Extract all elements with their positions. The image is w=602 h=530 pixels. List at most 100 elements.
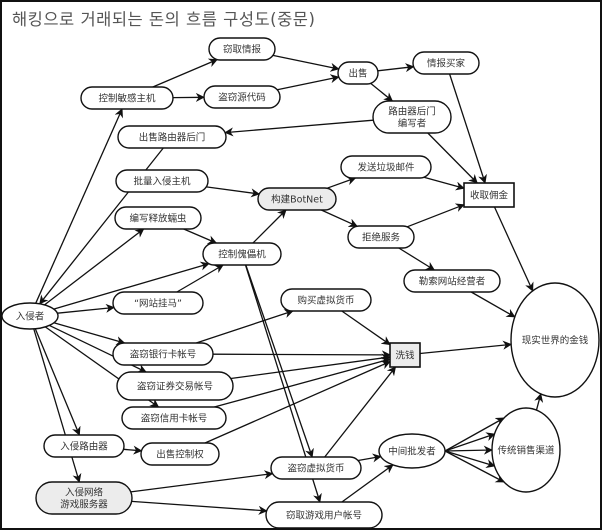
- edge-router-backdoor-writer-to-collect-commission: [427, 132, 478, 184]
- node-intrude-router: 入侵路由器: [43, 434, 125, 458]
- node-label: 入侵网络游戏服务器: [60, 487, 108, 511]
- edge-steal-source-to-sell: [277, 74, 340, 91]
- node-label: 盗窃证券交易帐号: [137, 381, 213, 393]
- node-label: 情报买家: [427, 58, 466, 70]
- node-label: 发送垃圾邮件: [357, 162, 415, 174]
- node-shape: [510, 282, 600, 398]
- node-sell-control: 出售控制权: [140, 442, 220, 466]
- node-shape: [280, 288, 372, 312]
- node-label: 盗窃信用卡帐号: [141, 413, 208, 425]
- node-sell-router-backdoor: 出售路由器后门: [117, 125, 227, 149]
- node-shape: [491, 407, 561, 493]
- edge-intruder-to-control-zombie: [53, 261, 210, 310]
- node-shape: [114, 206, 202, 230]
- node-label: “网站挂马”: [134, 298, 182, 310]
- node-steal-virtual: 盗窃虚拟货币: [270, 456, 362, 480]
- node-label: 盗窃源代码: [218, 92, 266, 104]
- node-shape: [1, 302, 59, 330]
- node-label: 控制敏感主机: [98, 93, 156, 105]
- node-steal-source: 盗窃源代码: [203, 85, 281, 109]
- edge-dos-to-collect-commission: [406, 203, 465, 228]
- edge-middleman-to-traditional-sales: [444, 432, 496, 452]
- node-buy-virtual: 购买虚拟货币: [280, 288, 372, 312]
- node-shape: [340, 155, 432, 179]
- node-label: 出售路由器后门: [139, 132, 206, 144]
- node-shape: [389, 342, 421, 368]
- edge-mass-intrude-to-build-botnet: [206, 186, 261, 198]
- node-web-trojan: “网站挂马”: [112, 291, 204, 315]
- node-shape: [43, 434, 125, 458]
- node-shape: [372, 100, 452, 134]
- edge-sell-control-to-launder: [204, 360, 391, 444]
- edge-control-sensitive-to-steal-intel: [152, 58, 218, 88]
- node-shape: [117, 125, 227, 149]
- edge-extort-site-to-real-money: [470, 291, 516, 318]
- diagram-title: 해킹으로 거래되는 돈의 흐름 구성도(중문): [12, 10, 316, 29]
- edge-buy-virtual-to-launder: [341, 310, 391, 346]
- edge-write-worm-to-control-zombie: [183, 228, 218, 244]
- edge-sell-to-router-backdoor-writer: [370, 82, 394, 102]
- node-label: 控制傀儡机: [218, 249, 266, 261]
- node-shape: [347, 225, 415, 249]
- node-label: 现实世界的金钱: [522, 335, 589, 347]
- node-shape: [337, 61, 379, 85]
- node-collect-commission: 收取佣金: [463, 182, 515, 208]
- edge-control-zombie-to-steal-virtual: [245, 264, 314, 458]
- node-steal-intel: 窃取情报: [208, 37, 276, 61]
- node-steal-securities: 盗窃证券交易帐号: [116, 371, 234, 401]
- node-label: 传统销售渠道: [497, 445, 555, 457]
- node-steal-credit: 盗窃信用卡帐号: [121, 406, 227, 430]
- node-shape: [208, 37, 276, 61]
- node-shape: [80, 86, 174, 110]
- edge-router-backdoor-writer-to-sell-router-backdoor: [224, 119, 374, 137]
- edge-build-botnet-to-dos: [321, 209, 358, 227]
- node-launder: 洗钱: [389, 342, 421, 368]
- node-label: 勒索网站经营者: [419, 276, 486, 288]
- node-intruder: 入侵者: [1, 302, 59, 330]
- edge-steal-virtual-to-middleman: [357, 453, 382, 463]
- node-real-money: 现实世界的金钱: [510, 282, 600, 398]
- edge-send-spam-to-collect-commission: [423, 176, 465, 191]
- node-shape: [202, 242, 282, 266]
- node-label: 窃取情报: [223, 44, 262, 56]
- edge-intruder-to-write-worm: [44, 228, 145, 306]
- node-shape: [203, 85, 281, 109]
- node-label: 批量入侵主机: [133, 176, 191, 188]
- node-label: 拒绝服务: [362, 232, 401, 244]
- edge-traditional-sales-to-real-money: [534, 393, 544, 411]
- node-shape: [115, 169, 209, 193]
- edge-middleman-to-traditional-sales: [444, 450, 496, 468]
- node-label: 入侵路由器: [60, 441, 108, 453]
- edge-steal-virtual-to-launder: [324, 366, 397, 458]
- edge-intrude-game-server-to-steal-game-account: [131, 500, 268, 515]
- edge-dos-to-extort-site: [398, 247, 436, 271]
- edge-web-trojan-to-control-zombie: [176, 264, 224, 293]
- node-shape: [257, 187, 337, 211]
- node-shape: [112, 342, 214, 366]
- edge-middleman-to-traditional-sales: [444, 445, 493, 455]
- node-shape: [112, 291, 204, 315]
- node-label: 收取佣金: [470, 190, 509, 202]
- node-shape: [140, 442, 220, 466]
- edge-steal-credit-to-launder: [214, 356, 391, 408]
- node-shape: [116, 371, 234, 401]
- node-build-botnet: 构建BotNet: [257, 187, 337, 211]
- edge-sell-to-intel-buyer: [377, 63, 415, 73]
- edge-intrude-router-to-sell-control: [123, 445, 143, 455]
- node-shape: [412, 51, 480, 75]
- node-control-sensitive: 控制敏感主机: [80, 86, 174, 110]
- node-traditional-sales: 传统销售渠道: [491, 407, 561, 493]
- node-steal-bank: 盗窃银行卡帐号: [112, 342, 214, 366]
- edge-intruder-to-web-trojan: [57, 303, 115, 314]
- edge-steal-bank-to-buy-virtual: [195, 309, 294, 344]
- node-label: 洗钱: [395, 350, 415, 362]
- nodes-layer: 入侵者控制敏感主机窃取情报盗窃源代码出售情报买家路由器后门编写者出售路由器后门批…: [1, 37, 600, 529]
- node-router-backdoor-writer: 路由器后门编写者: [372, 100, 452, 134]
- edge-build-botnet-to-send-spam: [326, 176, 357, 189]
- node-shape: [265, 501, 383, 529]
- node-label: 入侵者: [16, 311, 45, 323]
- node-shape: [35, 481, 133, 515]
- edge-intruder-to-control-sensitive: [35, 108, 123, 304]
- node-label: 路由器后门编写者: [388, 106, 436, 130]
- edge-launder-to-real-money: [419, 340, 513, 355]
